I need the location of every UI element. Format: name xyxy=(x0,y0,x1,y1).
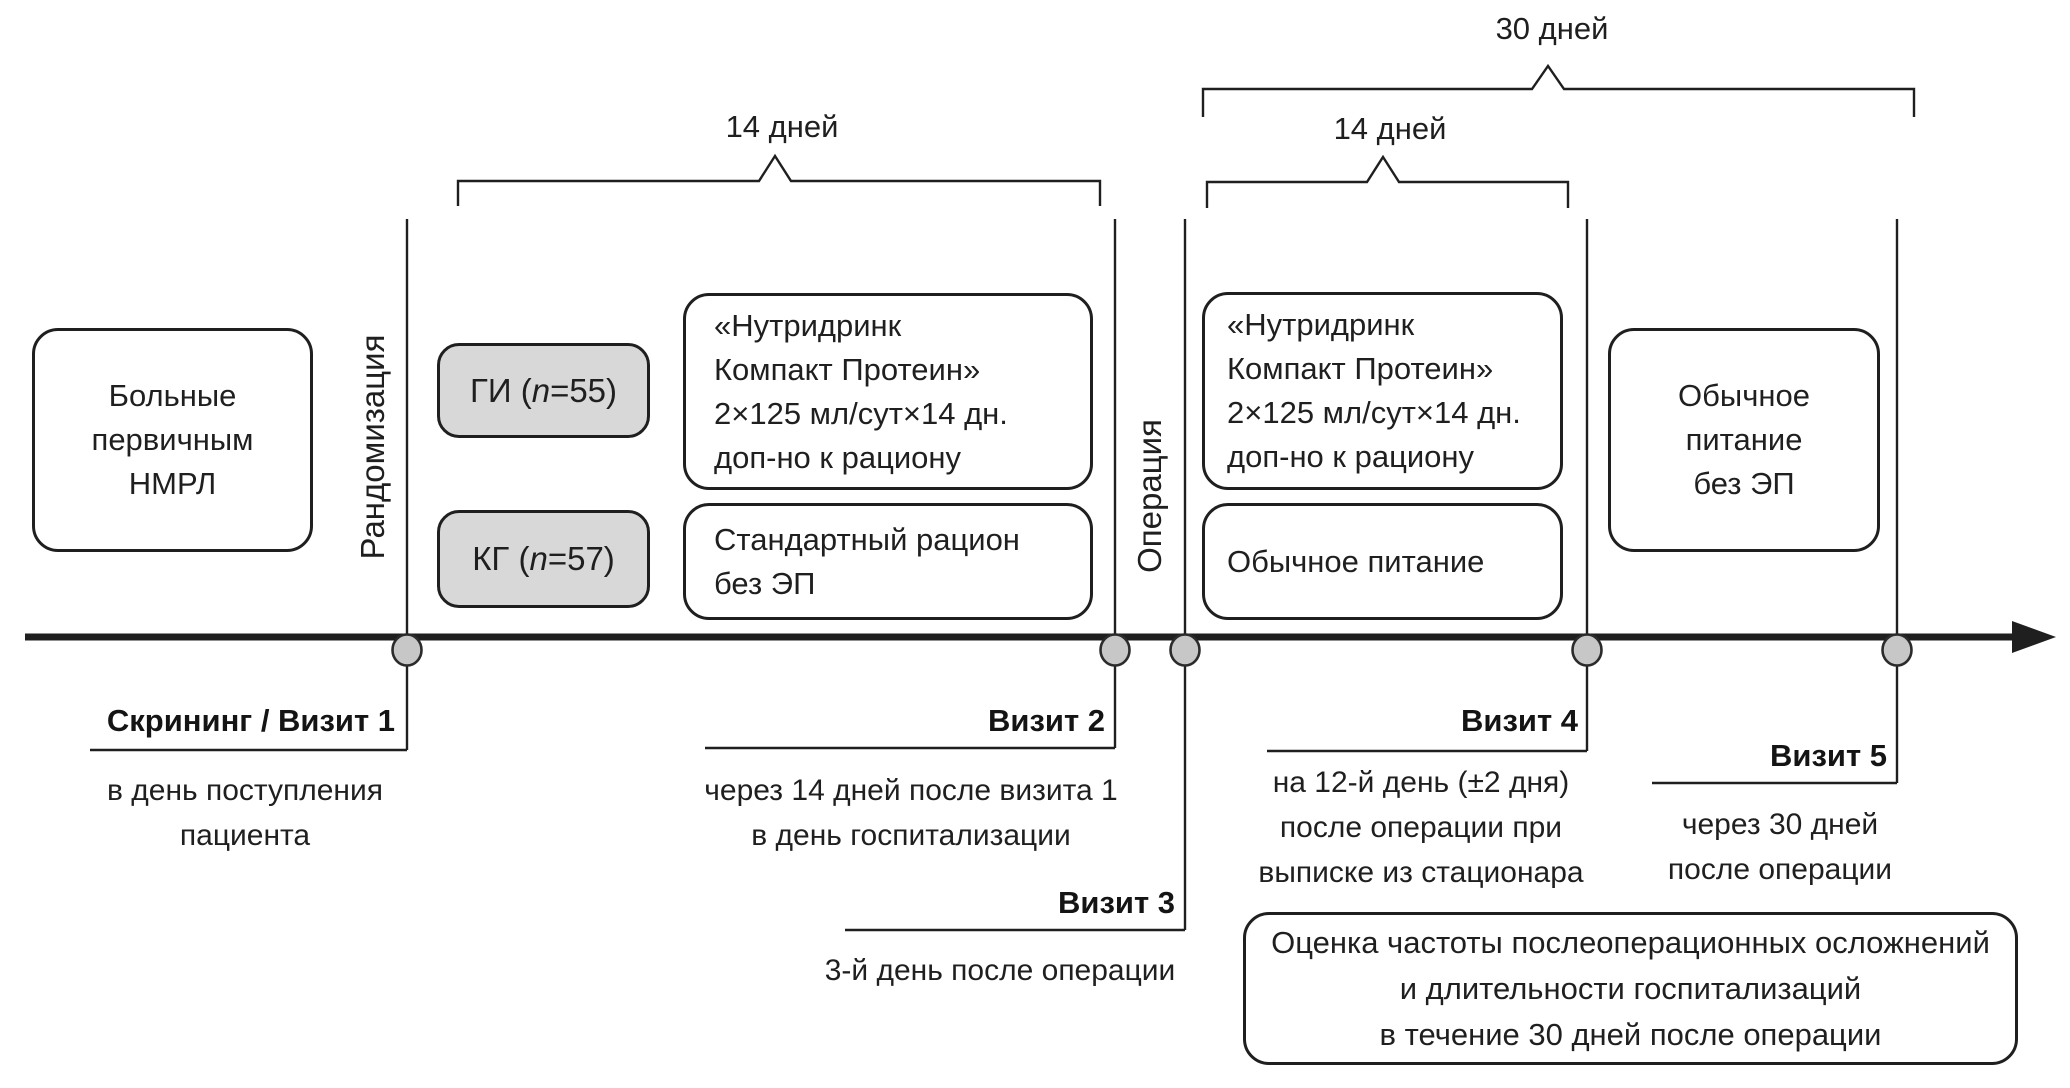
nutridrink-2-line: 2×125 мл/сут×14 дн. xyxy=(1227,395,1521,430)
group-gi-post: =55) xyxy=(550,371,618,409)
visit3-title: Визит 3 xyxy=(1058,885,1175,920)
brace-14-days-right xyxy=(1205,154,1570,208)
timeline-dot-visit2 xyxy=(1099,633,1131,667)
visit1-description: в день поступления пациента xyxy=(90,768,400,858)
brace-30-days xyxy=(1201,63,1916,117)
visit2-desc-line: в день госпитализации xyxy=(751,819,1071,852)
visit4-desc-line: на 12-й день (±2 дня) xyxy=(1272,766,1570,799)
patients-box: Больные первичным НМРЛ xyxy=(32,328,313,552)
visit4-desc-line: после операции при xyxy=(1279,811,1563,844)
outcome-line: и длительности госпитализаций xyxy=(1399,970,1862,1006)
label-14-days-right: 14 дней xyxy=(1333,111,1447,146)
nutridrink-2-line: Компакт Протеин» xyxy=(1227,351,1494,386)
visit5-title: Визит 5 xyxy=(1770,738,1887,773)
standard-diet-line: Стандартный рацион xyxy=(714,521,1020,557)
group-kg-box: КГ (n=57) xyxy=(437,510,650,608)
usual-food-line: Обычное питание xyxy=(1227,543,1485,579)
visit4-title: Визит 4 xyxy=(1461,703,1578,738)
standard-diet-box: Стандартный рацион без ЭП xyxy=(683,503,1093,620)
label-14-days-left: 14 дней xyxy=(725,109,839,144)
patients-box-line: Больные xyxy=(108,378,237,413)
group-gi-label: ГИ (n=55) xyxy=(470,369,617,413)
group-gi-n-italic: n xyxy=(531,371,551,409)
standard-diet-line: без ЭП xyxy=(714,565,816,601)
group-kg-pre: КГ ( xyxy=(472,540,530,577)
group-kg-n-italic: n xyxy=(529,540,548,577)
usual-food-no-ep-box: Обычное питание без ЭП xyxy=(1608,328,1880,552)
nutridrink-2-line: «Нутридринк xyxy=(1227,307,1415,342)
visit2-description: через 14 дней после визита 1 в день госп… xyxy=(700,768,1122,858)
visit5-desc-line: после операции xyxy=(1667,853,1893,886)
visit5-description: через 30 дней после операции xyxy=(1630,802,1930,892)
patients-box-line: первичным xyxy=(91,422,254,457)
group-kg-post: =57) xyxy=(547,540,615,577)
visit1-desc-line: в день поступления xyxy=(106,774,383,807)
nutridrink-box-2: «Нутридринк Компакт Протеин» 2×125 мл/су… xyxy=(1202,292,1563,490)
visit1-desc-line: пациента xyxy=(179,819,311,852)
visit5-desc-line: через 30 дней xyxy=(1681,808,1879,841)
nutridrink-2-line: доп-но к рациону xyxy=(1227,439,1475,474)
group-gi-pre: ГИ ( xyxy=(469,371,532,409)
outcome-line: Оценка частоты послеоперационных осложне… xyxy=(1271,924,1990,960)
timeline-dot-visit1 xyxy=(391,633,423,667)
surgery-label: Операция xyxy=(1131,419,1168,573)
nutridrink-1-line: Компакт Протеин» xyxy=(714,351,981,387)
group-kg-label: КГ (n=57) xyxy=(472,537,615,581)
usual-food-box: Обычное питание xyxy=(1202,503,1563,620)
usual-no-ep-line: питание xyxy=(1685,422,1803,457)
nutridrink-1-line: «Нутридринк xyxy=(714,307,902,343)
outcome-line: в течение 30 дней после операции xyxy=(1379,1016,1882,1052)
visit4-desc-line: выписке из стационара xyxy=(1258,856,1584,889)
usual-no-ep-line: Обычное xyxy=(1678,378,1810,413)
nutridrink-box-1: «Нутридринк Компакт Протеин» 2×125 мл/су… xyxy=(683,293,1093,490)
visit2-title: Визит 2 xyxy=(988,703,1105,738)
visit2-desc-line: через 14 дней после визита 1 xyxy=(704,774,1118,807)
timeline-dot-visit5 xyxy=(1881,633,1913,667)
label-30-days: 30 дней xyxy=(1495,11,1609,46)
group-gi-box: ГИ (n=55) xyxy=(437,343,650,438)
usual-no-ep-line: без ЭП xyxy=(1693,466,1795,501)
visit4-description: на 12-й день (±2 дня) после операции при… xyxy=(1256,760,1586,895)
visit3-description: 3-й день после операции xyxy=(790,948,1210,993)
timeline-dot-visit3 xyxy=(1169,633,1201,667)
outcome-assessment-box: Оценка частоты послеоперационных осложне… xyxy=(1243,912,2018,1065)
nutridrink-1-line: доп-но к рациону xyxy=(714,439,962,475)
brace-14-days-left xyxy=(456,153,1102,206)
visit1-title: Скрининг / Визит 1 xyxy=(106,703,395,738)
randomization-label: Рандомизация xyxy=(354,334,391,560)
visit3-desc-line: 3-й день после операции xyxy=(824,954,1176,987)
timeline-dot-visit4 xyxy=(1571,633,1603,667)
nutridrink-1-line: 2×125 мл/сут×14 дн. xyxy=(714,395,1008,431)
timeline-arrowhead-icon xyxy=(2012,621,2056,653)
patients-box-line: НМРЛ xyxy=(128,466,217,501)
